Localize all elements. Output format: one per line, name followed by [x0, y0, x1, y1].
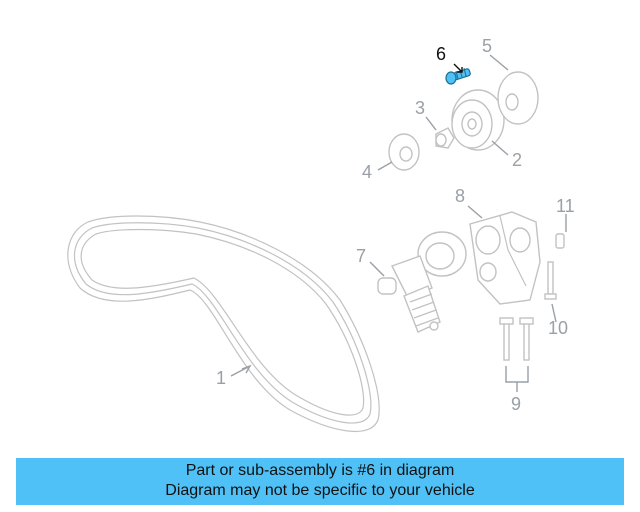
- info-banner: Part or sub-assembly is #6 in diagram Di…: [16, 458, 624, 505]
- callout-3: 3: [415, 98, 425, 118]
- callout-8: 8: [455, 186, 465, 206]
- banner-line-disclaimer: Diagram may not be specific to your vehi…: [165, 482, 475, 499]
- callout-4: 4: [362, 162, 372, 182]
- callout-2: 2: [512, 150, 522, 170]
- banner-line-part: Part or sub-assembly is #6 in diagram: [185, 462, 455, 479]
- callout-11: 11: [556, 196, 575, 216]
- part-bolts-pair: [499, 317, 534, 361]
- leader-lines: [230, 54, 567, 392]
- parts-diagram: 1 2 3 4 5 6 7 8 9 10 11: [67, 36, 575, 432]
- callout-5: 5: [482, 36, 492, 56]
- part-tensioner: [377, 231, 467, 333]
- part-pin: [555, 233, 565, 249]
- part-bracket: [469, 211, 541, 305]
- part-washer: [388, 133, 420, 171]
- part-spacer: [435, 127, 455, 149]
- callout-7: 7: [356, 246, 366, 266]
- callout-6: 6: [436, 44, 446, 64]
- part-bolt-highlighted: [445, 67, 471, 85]
- callouts: 1 2 3 4 5 6 7 8 9 10 11: [216, 36, 575, 414]
- callout-10: 10: [548, 318, 568, 338]
- part-idler-pulley: [451, 89, 505, 151]
- callout-1: 1: [216, 368, 226, 388]
- part-dust-cap: [497, 71, 539, 125]
- part-long-bolt: [544, 261, 557, 300]
- part-belt: [67, 215, 380, 432]
- callout-9: 9: [511, 394, 521, 414]
